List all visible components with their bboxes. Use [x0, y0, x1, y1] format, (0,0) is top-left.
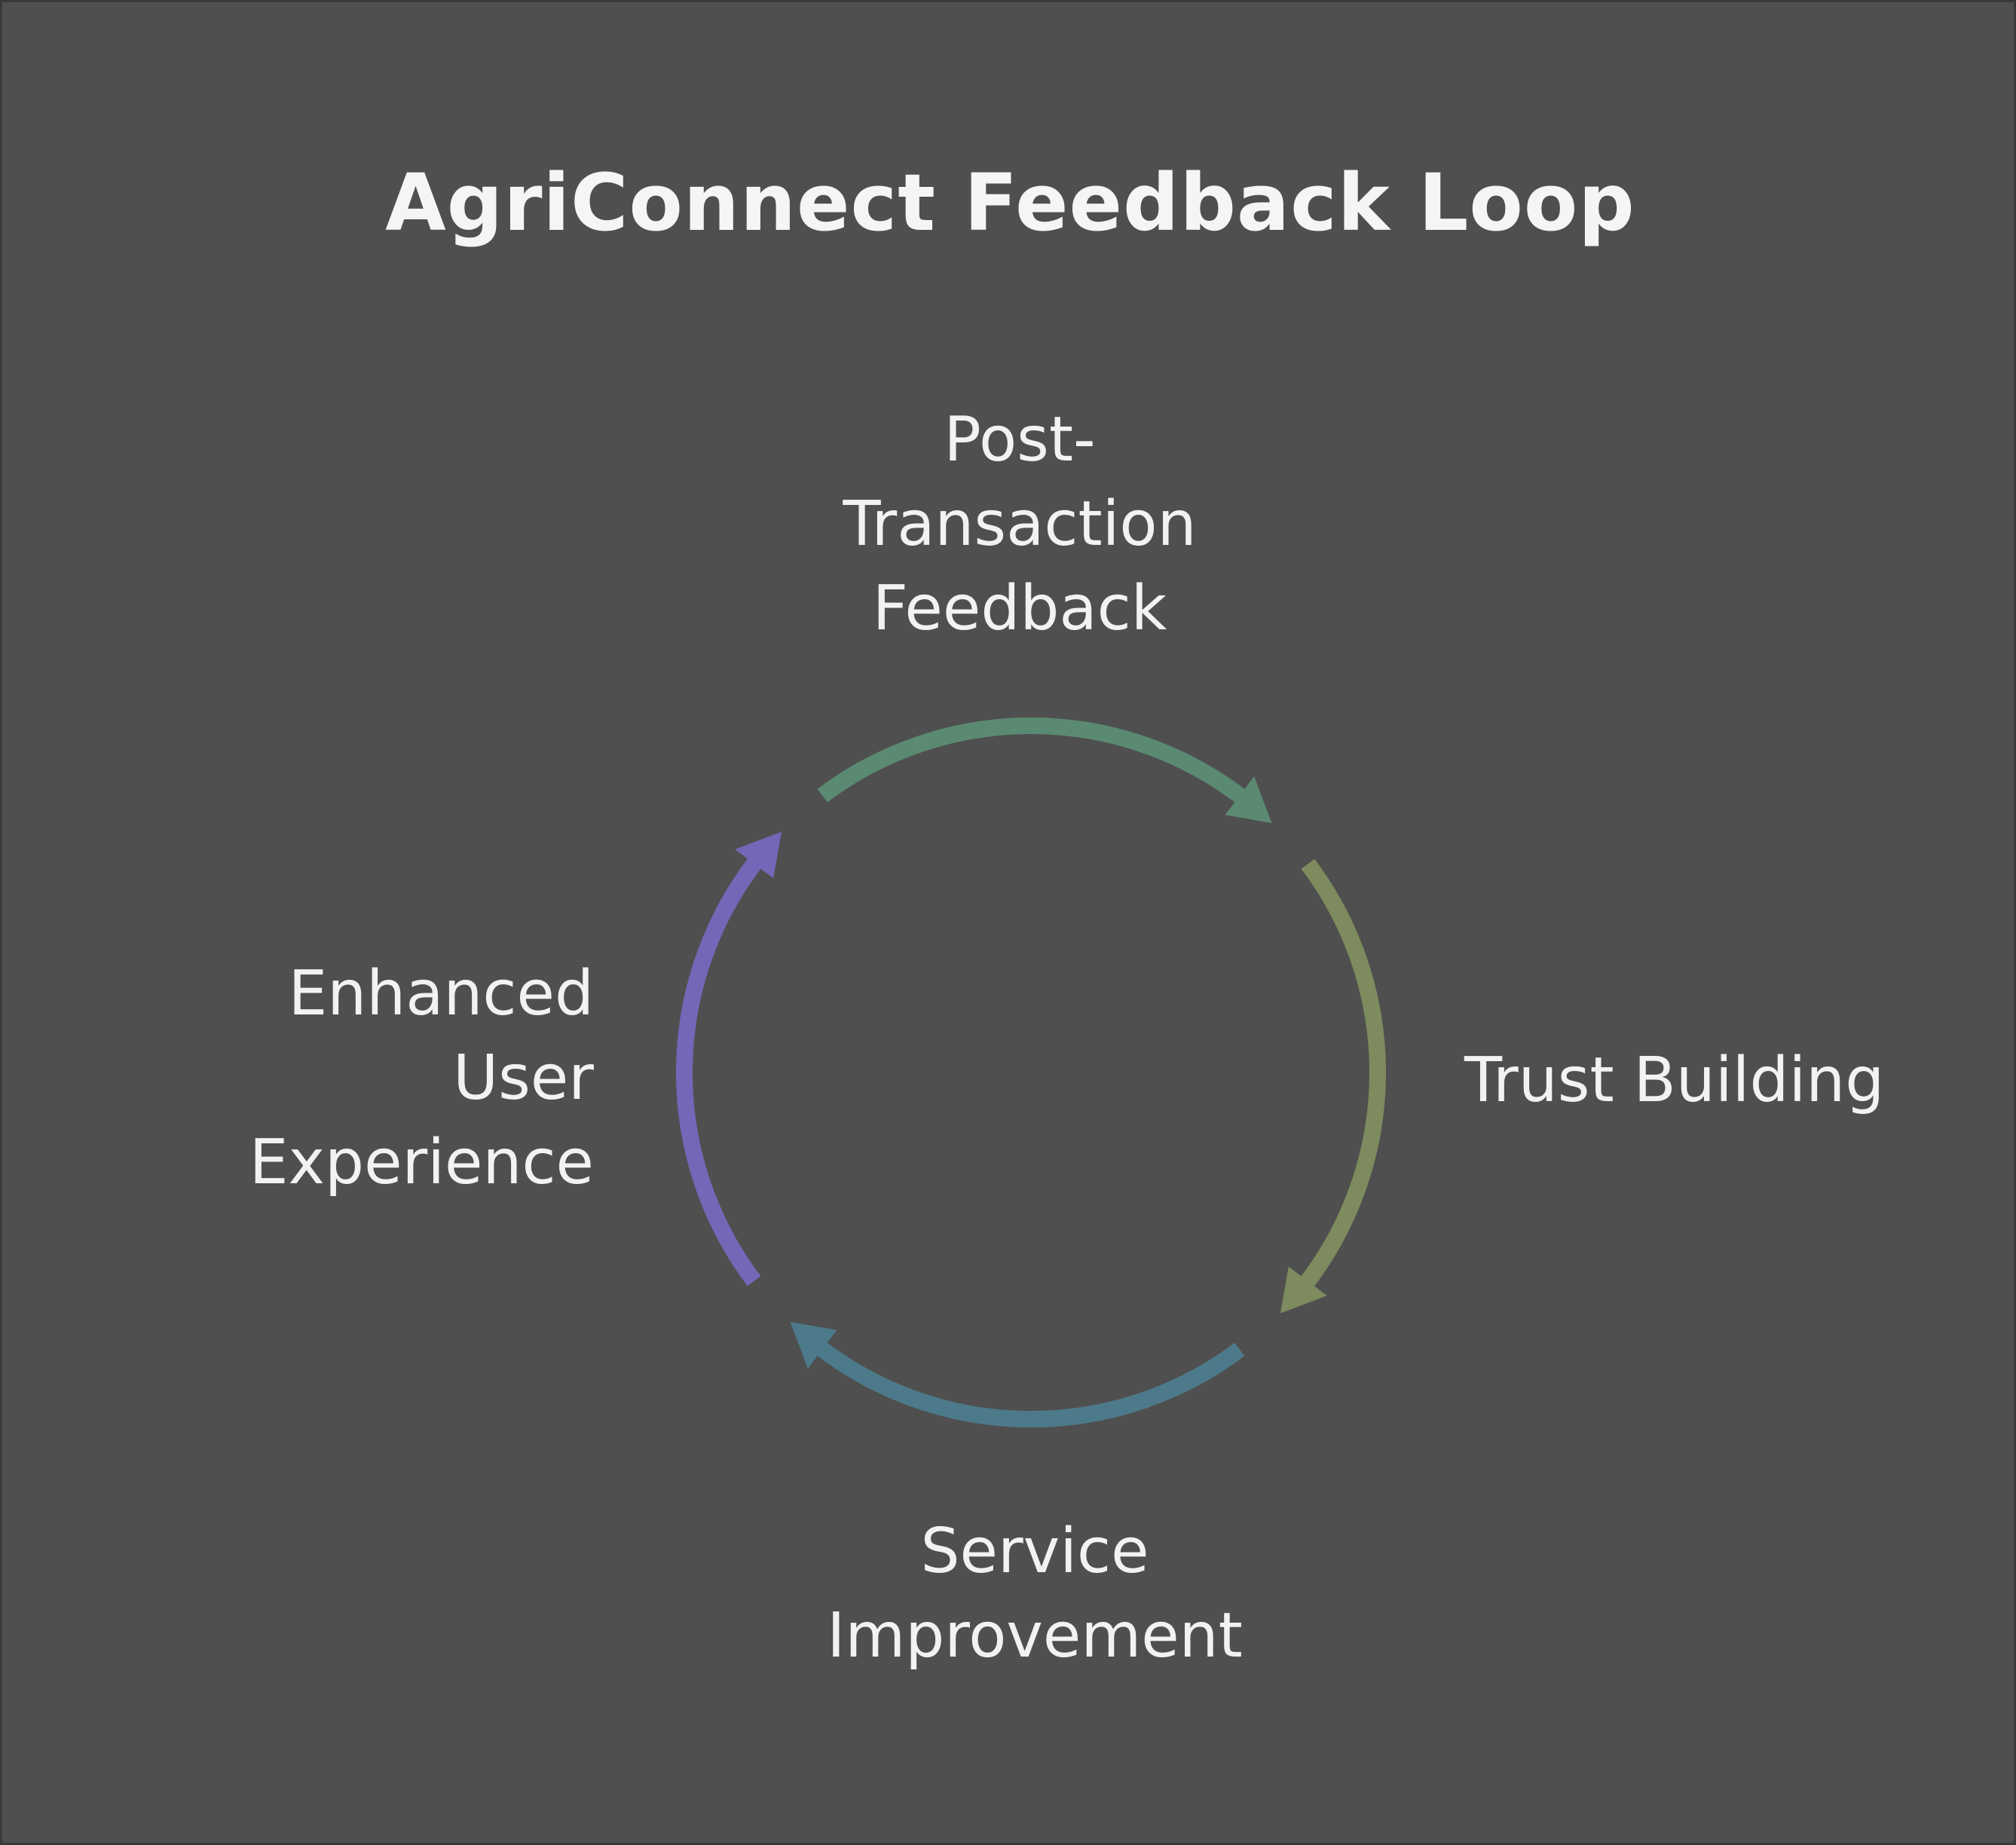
- arc-arrow-improvement-to-experience: [790, 1321, 1245, 1427]
- arc-path: [1297, 858, 1386, 1291]
- stage-label-line: User: [453, 1042, 594, 1114]
- stage-label-line: Service: [920, 1516, 1149, 1587]
- arrowhead: [735, 831, 782, 879]
- arc-path: [812, 1339, 1245, 1427]
- stage-post-transaction-feedback: Post- Transaction Feedback: [756, 398, 1283, 651]
- arc-arrow-trust-to-improvement: [1280, 858, 1386, 1314]
- arrowhead: [790, 1321, 837, 1369]
- arrowhead: [1280, 1266, 1327, 1314]
- stage-label-line: Trust Building: [1464, 1045, 1885, 1116]
- diagram-title: AgriConnect Feedback Loop: [385, 157, 1635, 249]
- arc-path: [676, 854, 765, 1287]
- stage-service-improvement: Service Improvement: [756, 1510, 1314, 1678]
- stage-enhanced-user-experience: Enhanced User Experience: [108, 952, 594, 1205]
- arrowhead: [1225, 776, 1272, 824]
- stage-label-line: Post-: [944, 404, 1096, 476]
- stage-label-line: Transaction: [843, 488, 1197, 560]
- stage-label-line: Improvement: [827, 1600, 1243, 1672]
- stage-label-line: Enhanced: [288, 958, 594, 1030]
- arc-arrow-experience-to-feedback: [676, 831, 782, 1287]
- arc-arrow-feedback-to-trust: [817, 718, 1272, 824]
- arc-path: [817, 718, 1250, 806]
- stage-label-line: Feedback: [872, 573, 1167, 644]
- stage-label-line: Experience: [249, 1127, 594, 1198]
- stage-trust-building: Trust Building: [1464, 1039, 1992, 1123]
